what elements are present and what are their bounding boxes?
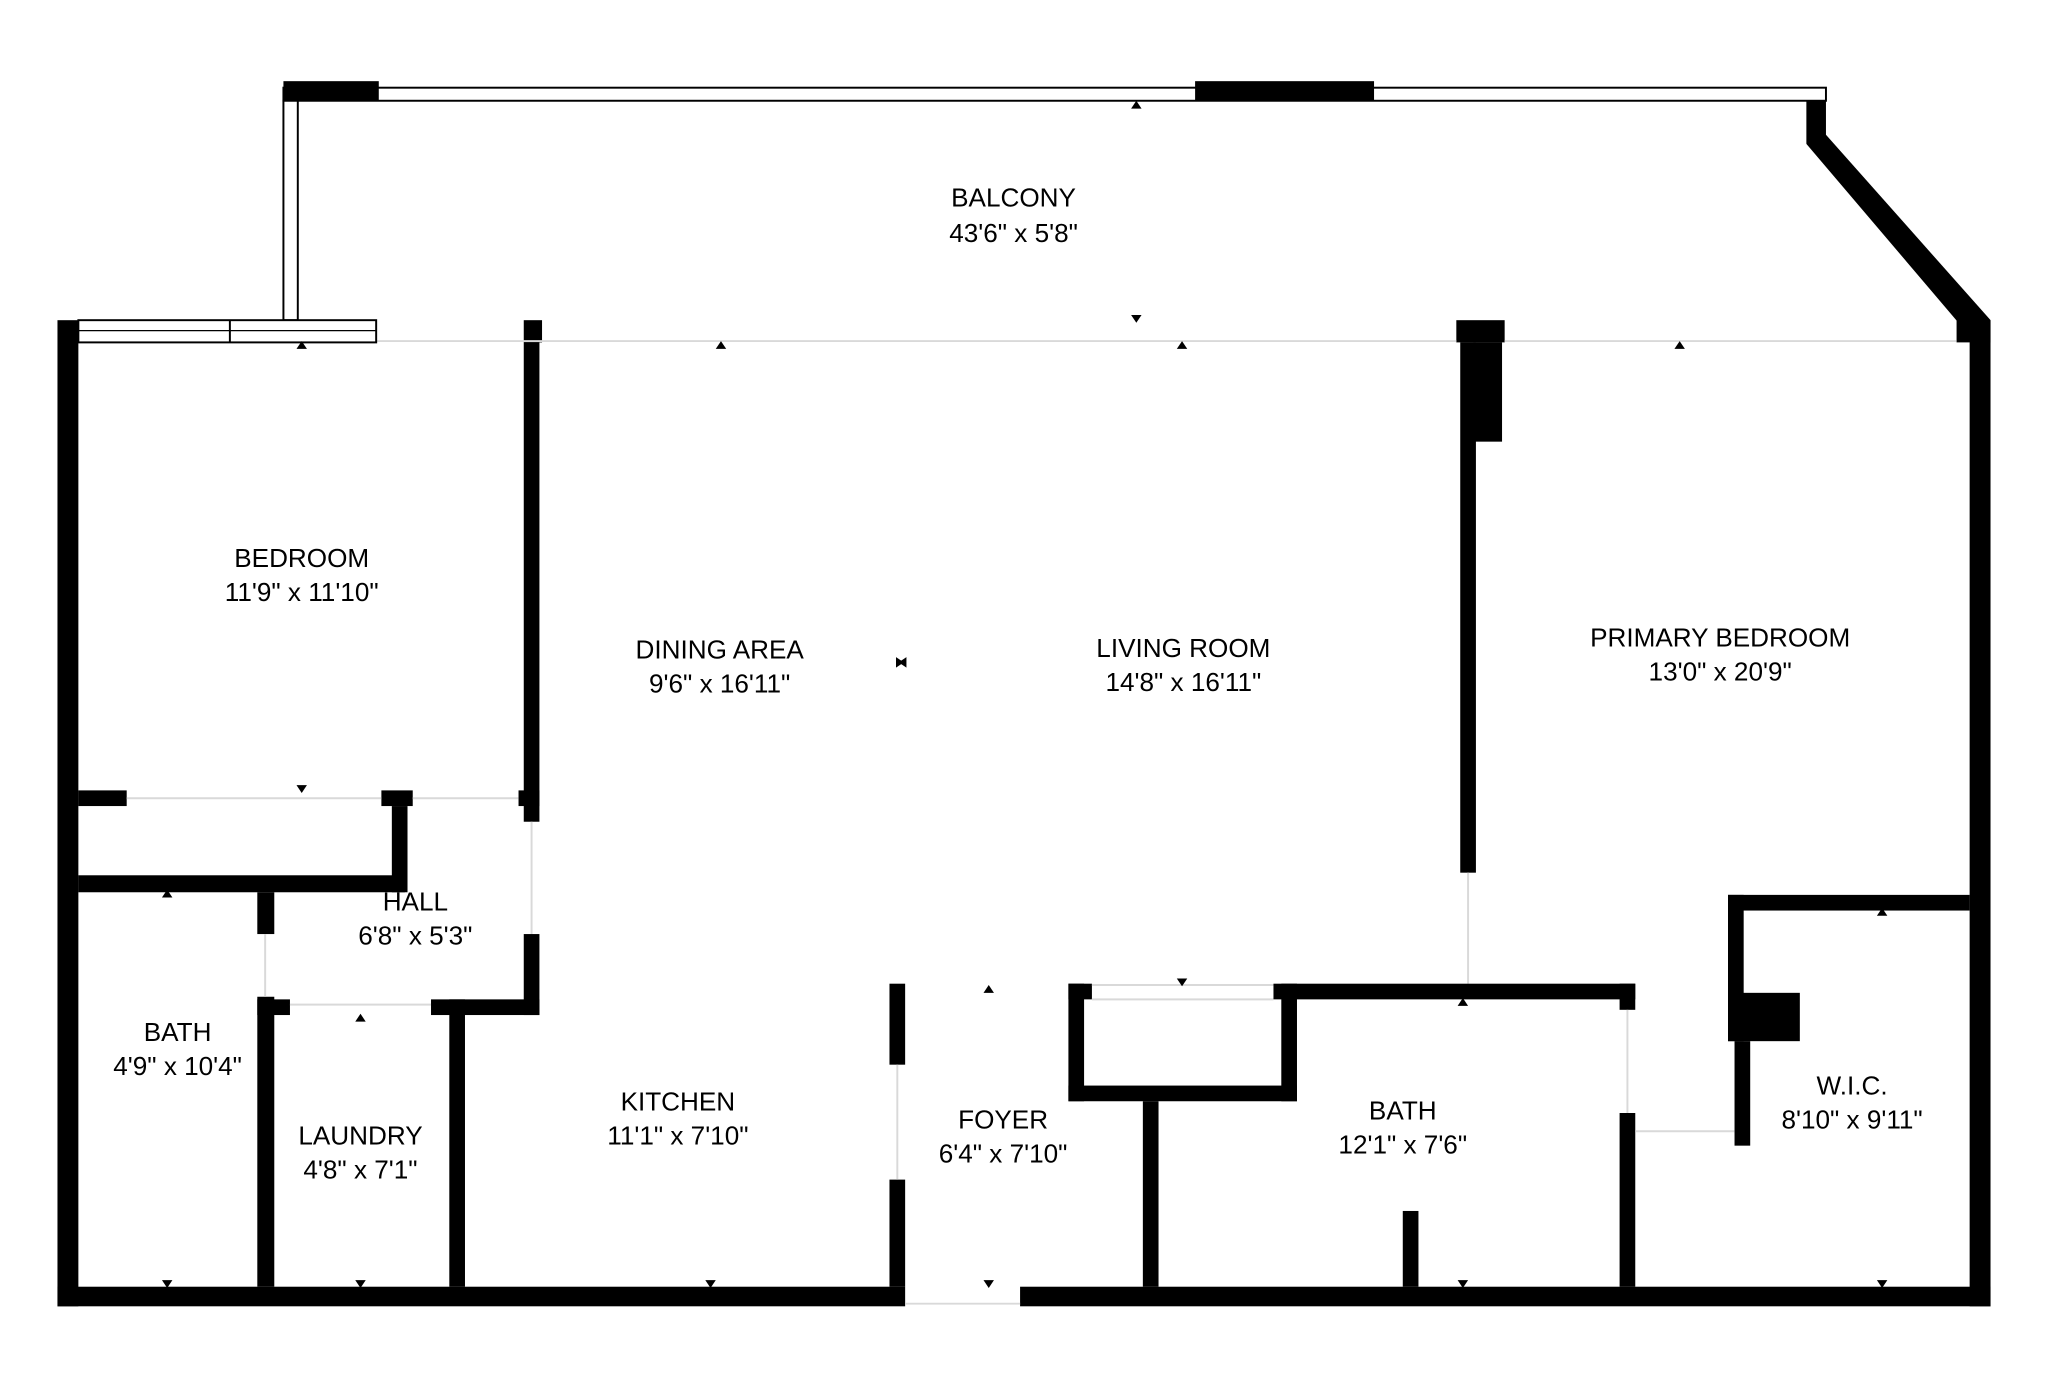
room-name: DINING AREA xyxy=(636,634,805,664)
room-name: PRIMARY BEDROOM xyxy=(1590,623,1850,653)
room-living-room: LIVING ROOM 14'8" x 16'11" xyxy=(1096,633,1270,697)
room-size: 6'8" x 5'3" xyxy=(358,921,472,951)
room-size: 4'8" x 7'1" xyxy=(303,1154,417,1184)
room-foyer: FOYER 6'4" x 7'10" xyxy=(939,1105,1068,1169)
room-name: LAUNDRY xyxy=(298,1120,422,1150)
room-bedroom: BEDROOM 11'9" x 11'10" xyxy=(225,543,379,607)
room-primary-bedroom: PRIMARY BEDROOM 13'0" x 20'9" xyxy=(1590,623,1850,687)
room-size: 4'9" x 10'4" xyxy=(113,1051,242,1081)
interior-walls xyxy=(78,342,1970,1287)
room-name: BALCONY xyxy=(951,183,1076,213)
room-walk-in-closet: W.I.C. 8'10" x 9'11" xyxy=(1781,1071,1922,1135)
room-size: 12'1" x 7'6" xyxy=(1338,1129,1467,1159)
room-balcony: BALCONY 43'6" x 5'8" xyxy=(949,183,1078,248)
balcony-railing xyxy=(282,81,1991,336)
room-size: 13'0" x 20'9" xyxy=(1649,657,1792,687)
room-size: 11'1" x 7'10" xyxy=(607,1120,748,1150)
room-laundry: LAUNDRY 4'8" x 7'1" xyxy=(298,1120,422,1184)
room-name: LIVING ROOM xyxy=(1096,633,1270,663)
exterior-walls xyxy=(57,320,1991,1307)
room-size: 11'9" x 11'10" xyxy=(225,577,379,607)
room-kitchen: KITCHEN 11'1" x 7'10" xyxy=(607,1086,748,1150)
room-name: BATH xyxy=(144,1017,212,1047)
dimension-markers xyxy=(161,100,1888,1289)
room-name: FOYER xyxy=(958,1105,1048,1135)
room-name: BEDROOM xyxy=(234,543,369,573)
room-name: W.I.C. xyxy=(1817,1071,1888,1101)
room-dining-area: DINING AREA 9'6" x 16'11" xyxy=(636,634,805,698)
room-name: KITCHEN xyxy=(621,1086,736,1116)
room-size: 14'8" x 16'11" xyxy=(1105,667,1261,697)
room-size: 43'6" x 5'8" xyxy=(949,218,1078,248)
bedroom-window xyxy=(77,319,378,344)
room-name: HALL xyxy=(383,887,448,917)
room-name: BATH xyxy=(1369,1096,1437,1126)
room-size: 8'10" x 9'11" xyxy=(1781,1105,1922,1135)
room-hall: HALL 6'8" x 5'3" xyxy=(358,887,472,951)
room-size: 9'6" x 16'11" xyxy=(649,668,790,698)
room-size: 6'4" x 7'10" xyxy=(939,1139,1068,1169)
room-primary-bath: BATH 12'1" x 7'6" xyxy=(1338,1096,1467,1160)
room-bath: BATH 4'9" x 10'4" xyxy=(113,1017,242,1081)
